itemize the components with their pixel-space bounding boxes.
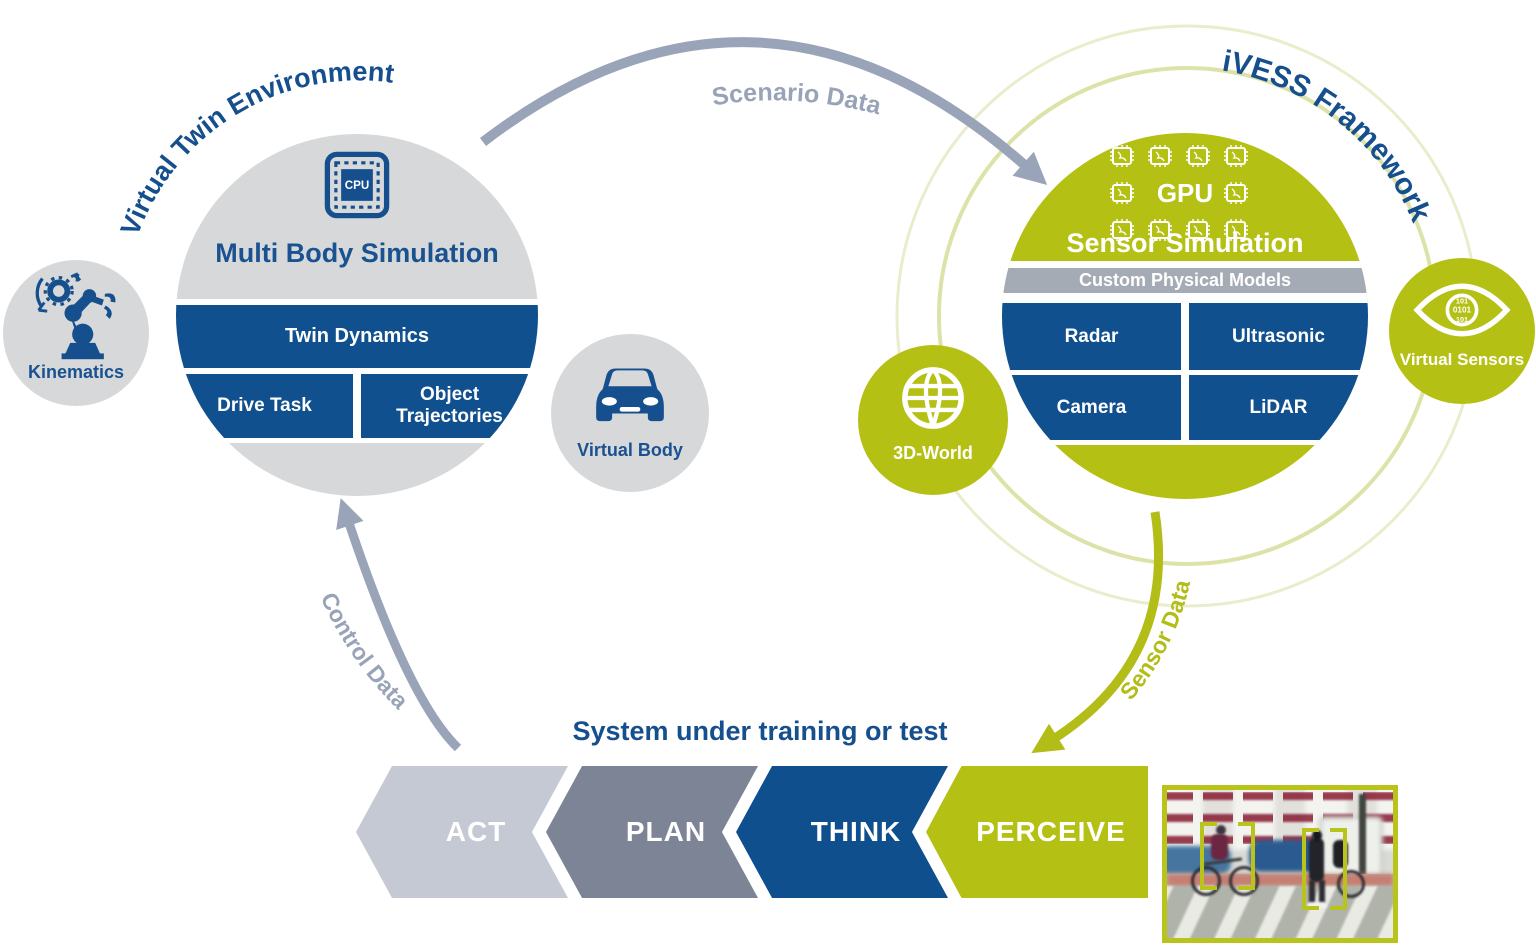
scenario-data-arrow <box>479 37 1048 185</box>
object-trajectories-box: Object Trajectories <box>361 374 538 438</box>
eye-sensor-icon: 101 0101 101 <box>1413 283 1511 337</box>
scenario-data-label: Scenario Data <box>710 78 885 120</box>
photo-bike-wheel-rear <box>1191 866 1221 896</box>
twin-dynamics-band: Twin Dynamics <box>176 305 538 368</box>
3d-world-label: 3D-World <box>893 443 973 463</box>
svg-text:0101: 0101 <box>1453 306 1472 315</box>
ultrasonic-box: Ultrasonic <box>1189 303 1368 370</box>
globe-icon <box>902 367 964 429</box>
system-under-test-title: System under training or test <box>572 716 948 746</box>
photo-pole <box>1359 794 1366 934</box>
sensor-simulation-circle: GPU Sensor Simulation Custom Physical Mo… <box>1002 133 1368 499</box>
car-icon <box>596 368 664 422</box>
gpu-icon: GPU <box>1109 144 1249 242</box>
multi-body-simulation-circle: CPU Multi Body Simulation Twin Dynamics … <box>176 134 538 496</box>
sensor-simulation-title: Sensor Simulation <box>1066 228 1304 258</box>
camera-box: Camera <box>1002 375 1181 440</box>
photo-zebra-crossing <box>1167 886 1393 938</box>
cpu-icon: CPU <box>324 151 390 219</box>
virtual-body-circle: Virtual Body <box>551 334 709 492</box>
sensor-data-arrow <box>1031 511 1163 754</box>
photo-bike-wheel-front <box>1229 866 1259 896</box>
kinematics-circle: Kinematics <box>3 260 149 406</box>
control-data-arrow <box>336 498 462 752</box>
svg-text:101: 101 <box>1456 315 1468 324</box>
lidar-box: LiDAR <box>1189 375 1368 440</box>
radar-box: Radar <box>1002 303 1181 370</box>
svg-text:CPU: CPU <box>345 179 370 192</box>
detection-box-cyclist <box>1200 822 1255 890</box>
photo-pedestrian-body <box>1309 838 1324 882</box>
robot-arm-icon <box>35 272 116 360</box>
photo-bike2-wheel <box>1337 870 1365 898</box>
drive-task-box: Drive Task <box>176 374 353 438</box>
virtual-body-label: Virtual Body <box>577 440 683 460</box>
photo-pedestrian-legs <box>1309 880 1325 904</box>
photo-cyclist-torso <box>1211 834 1228 860</box>
multi-body-simulation-title: Multi Body Simulation <box>215 238 499 268</box>
photo-cyclist-head <box>1216 825 1226 835</box>
3d-world-circle: 3D-World <box>858 345 1008 495</box>
chevron-perceive: PERCEIVE <box>926 766 1148 898</box>
photo-pedestrian-head <box>1312 830 1322 841</box>
kinematics-label: Kinematics <box>27 362 125 382</box>
perception-example-photo <box>1162 785 1398 943</box>
virtual-sensors-circle: 101 0101 101 Virtual Sensors <box>1389 258 1535 404</box>
photo-bike-lane <box>1167 874 1393 886</box>
detection-box-pedestrian <box>1302 828 1347 910</box>
svg-text:101: 101 <box>1456 297 1468 306</box>
svg-text:GPU: GPU <box>1157 178 1213 208</box>
virtual-sensors-label: Virtual Sensors <box>1399 350 1525 369</box>
custom-physical-models-band: Custom Physical Models <box>1002 268 1368 293</box>
photo-pedestrian-shoes <box>1307 902 1327 908</box>
